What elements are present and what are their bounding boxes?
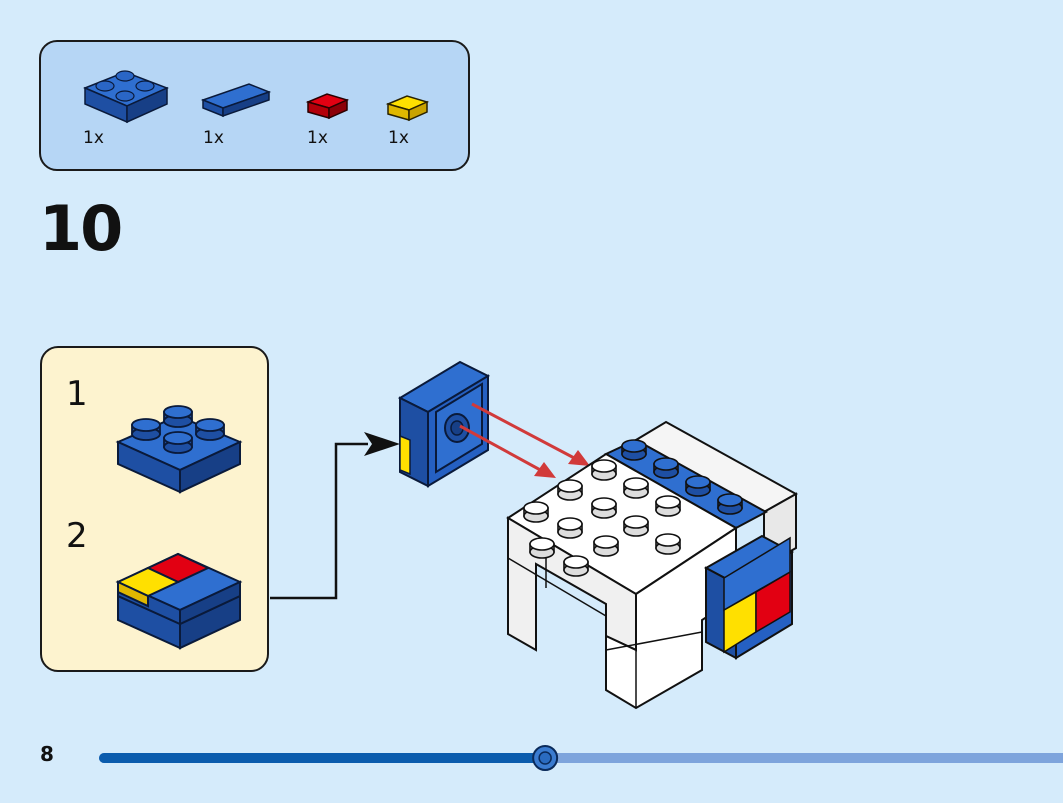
blue-1x2-tile-icon [200,83,272,118]
substep-number: 2 [66,516,88,556]
substep-2-tiles-illustration [115,552,243,650]
side-assembly-illustration [397,360,491,488]
qty-label: 1x [388,128,409,148]
qty-label: 1x [83,128,104,148]
main-model-illustration [506,420,799,710]
substep-1-plate-illustration [115,405,243,494]
substep-number: 1 [66,374,88,414]
placement-arrows [459,402,590,478]
page-number: 8 [40,742,54,766]
qty-label: 1x [307,128,328,148]
yellow-1x1-tile-icon [385,95,430,122]
progress-handle[interactable] [532,745,559,771]
step-number: 10 [39,192,123,265]
substeps-panel: 1 2 [40,346,269,672]
callout-arrow [270,432,400,600]
red-1x1-tile-icon [305,93,350,120]
parts-list-panel: 1x 1x 1x 1x [39,40,470,171]
qty-label: 1x [203,128,224,148]
blue-2x2-plate-icon [83,70,169,124]
progress-bar[interactable] [99,744,1063,772]
